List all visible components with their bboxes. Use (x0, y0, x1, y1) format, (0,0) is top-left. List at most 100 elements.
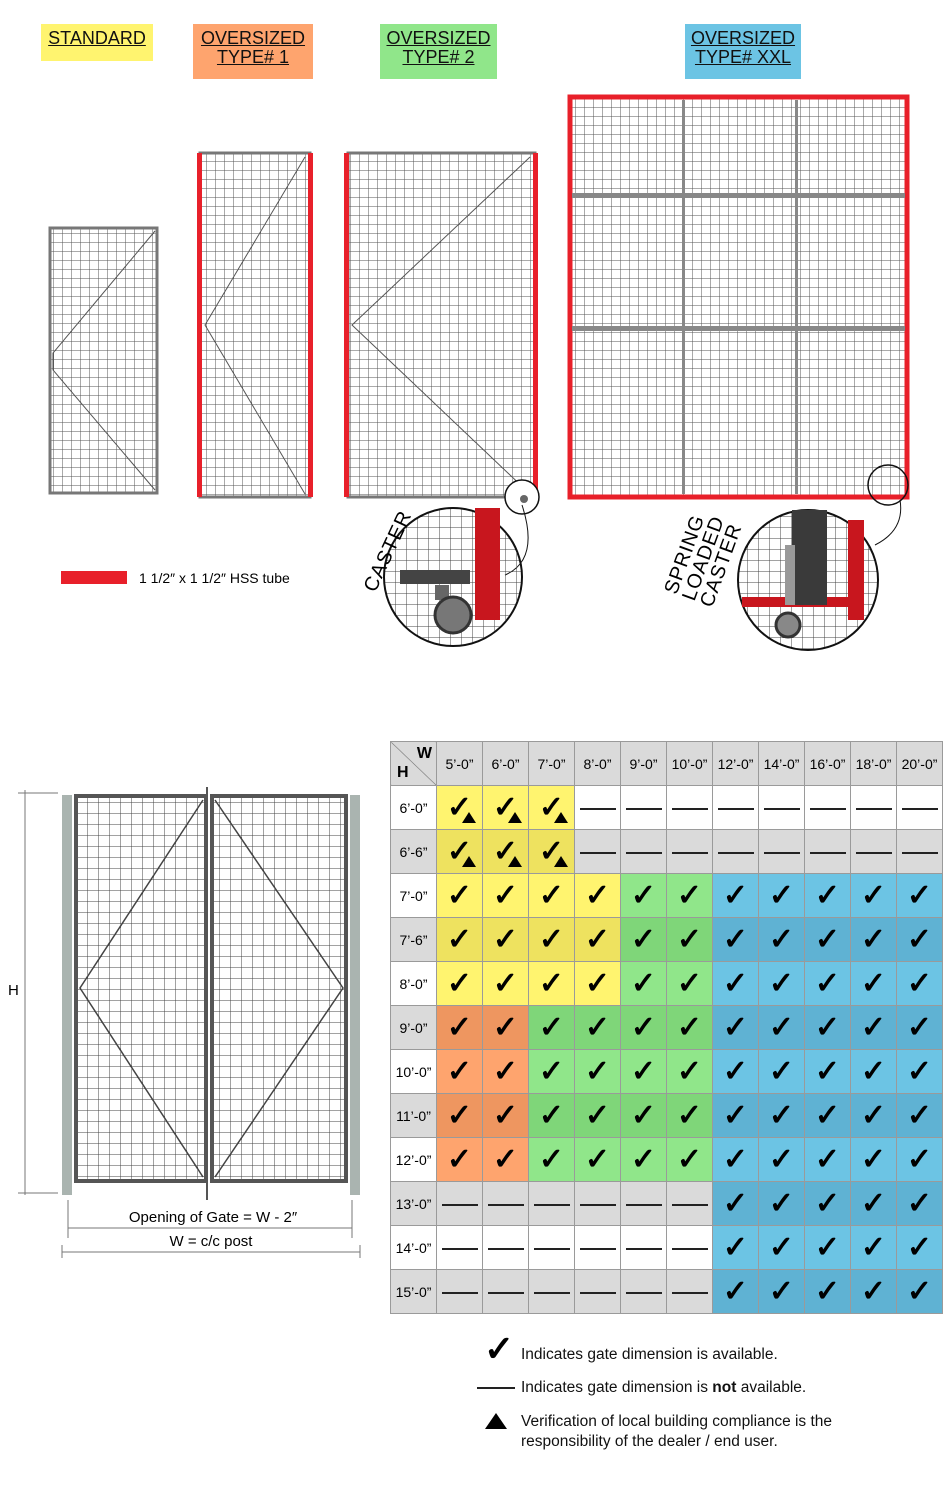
table-row: 6’-6”✓✓✓ (390, 829, 943, 874)
l1: OVERSIZED (690, 28, 796, 48)
available-cell: ✓ (482, 961, 529, 1006)
check-icon: ✓ (630, 1054, 657, 1088)
l1: OVERSIZED (200, 28, 306, 48)
available-cell: ✓ (850, 873, 897, 918)
dash-icon (533, 1203, 570, 1206)
available-cell: ✓ (850, 1225, 897, 1270)
width-header: 9’-0” (620, 741, 667, 786)
available-cell: ✓ (712, 1137, 759, 1182)
check-icon: ✓ (630, 1142, 657, 1176)
not-available-cell (712, 829, 759, 874)
height-header: 15’-0” (390, 1269, 437, 1314)
hss-legend-text: 1 1/2″ x 1 1/2″ HSS tube (139, 570, 290, 586)
triangle-icon (554, 856, 568, 867)
not-available-cell (896, 829, 943, 874)
dash-icon (487, 1203, 524, 1206)
check-icon: ✓ (722, 1010, 749, 1044)
not-available-cell (850, 785, 897, 830)
available-cell: ✓ (896, 1225, 943, 1270)
height-header: 12’-0” (390, 1137, 437, 1182)
corner-w: W (416, 745, 432, 762)
check-icon: ✓ (860, 1054, 887, 1088)
table-row: 15’-0”✓✓✓✓✓ (390, 1269, 943, 1314)
not-available-cell (666, 1181, 713, 1226)
not-available-cell (620, 1225, 667, 1270)
table-row: 11’-0”✓✓✓✓✓✓✓✓✓✓✓ (390, 1093, 943, 1138)
available-cell: ✓ (758, 873, 805, 918)
dash-icon (533, 1247, 570, 1250)
width-header: 6’-0” (482, 741, 529, 786)
triangle-icon (485, 1413, 507, 1429)
available-cell: ✓ (850, 961, 897, 1006)
available-cell: ✓ (712, 873, 759, 918)
available-cell: ✓ (482, 1005, 529, 1050)
t1: Indicates gate dimension is (521, 1379, 713, 1396)
check-icon: ✓ (768, 1142, 795, 1176)
available-cell: ✓ (758, 1049, 805, 1094)
check-icon: ✓ (722, 1054, 749, 1088)
l1: OVERSIZED (386, 28, 491, 48)
check-icon: ✓ (630, 1010, 657, 1044)
caster-detail (383, 504, 529, 647)
check-icon: ✓ (722, 1230, 749, 1264)
not-available-cell (574, 829, 621, 874)
check-icon: ✓ (446, 1010, 473, 1044)
not-available-cell (666, 829, 713, 874)
check-icon: ✓ (860, 1230, 887, 1264)
check-icon: ✓ (906, 1098, 933, 1132)
not-available-cell (620, 1269, 667, 1314)
check-icon: ✓ (676, 966, 703, 1000)
check-icon: ✓ (584, 922, 611, 956)
hss-swatch (61, 571, 127, 584)
t3: available. (736, 1379, 807, 1396)
check-icon: ✓ (814, 1054, 841, 1088)
not-available-cell (758, 829, 805, 874)
check-icon: ✓ (446, 1054, 473, 1088)
available-cell: ✓ (896, 1093, 943, 1138)
dash-icon (809, 851, 846, 854)
available-cell: ✓ (666, 873, 713, 918)
check-icon: ✓ (860, 1274, 887, 1308)
not-available-cell (574, 1269, 621, 1314)
check-icon: ✓ (906, 1274, 933, 1308)
check-icon: ✓ (860, 966, 887, 1000)
available-cell: ✓ (896, 1181, 943, 1226)
check-icon: ✓ (538, 922, 565, 956)
check-icon: ✓ (492, 966, 519, 1000)
check-icon: ✓ (860, 1186, 887, 1220)
check-icon: ✓ (630, 1098, 657, 1132)
width-header: 12’-0” (712, 741, 759, 786)
available-cell: ✓ (850, 1269, 897, 1314)
check-icon: ✓ (584, 1054, 611, 1088)
check-icon: ✓ (584, 966, 611, 1000)
check-icon: ✓ (584, 1142, 611, 1176)
not-available-cell (436, 1269, 483, 1314)
available-cell: ✓ (758, 1137, 805, 1182)
available-cell: ✓ (666, 1137, 713, 1182)
dash-icon (487, 1247, 524, 1250)
available-cell: ✓ (482, 917, 529, 962)
available-cell: ✓ (436, 1093, 483, 1138)
check-icon: ✓ (768, 1230, 795, 1264)
width-header: 16’-0” (804, 741, 851, 786)
check-icon: ✓ (538, 1054, 565, 1088)
not-available-cell (528, 1225, 575, 1270)
available-cell: ✓ (482, 785, 529, 830)
available-cell: ✓ (436, 1049, 483, 1094)
table-row: 13’-0”✓✓✓✓✓ (390, 1181, 943, 1226)
available-cell: ✓ (804, 1093, 851, 1138)
available-cell: ✓ (896, 1269, 943, 1314)
check-icon: ✓ (814, 922, 841, 956)
available-cell: ✓ (436, 829, 483, 874)
check-icon: ✓ (722, 966, 749, 1000)
available-cell: ✓ (666, 1093, 713, 1138)
available-cell: ✓ (620, 1049, 667, 1094)
available-cell: ✓ (574, 1005, 621, 1050)
dash-icon (625, 1247, 662, 1250)
available-cell: ✓ (482, 1049, 529, 1094)
dash-icon (901, 851, 938, 854)
check-icon: ✓ (814, 966, 841, 1000)
check-icon: ✓ (814, 878, 841, 912)
available-cell: ✓ (620, 1093, 667, 1138)
